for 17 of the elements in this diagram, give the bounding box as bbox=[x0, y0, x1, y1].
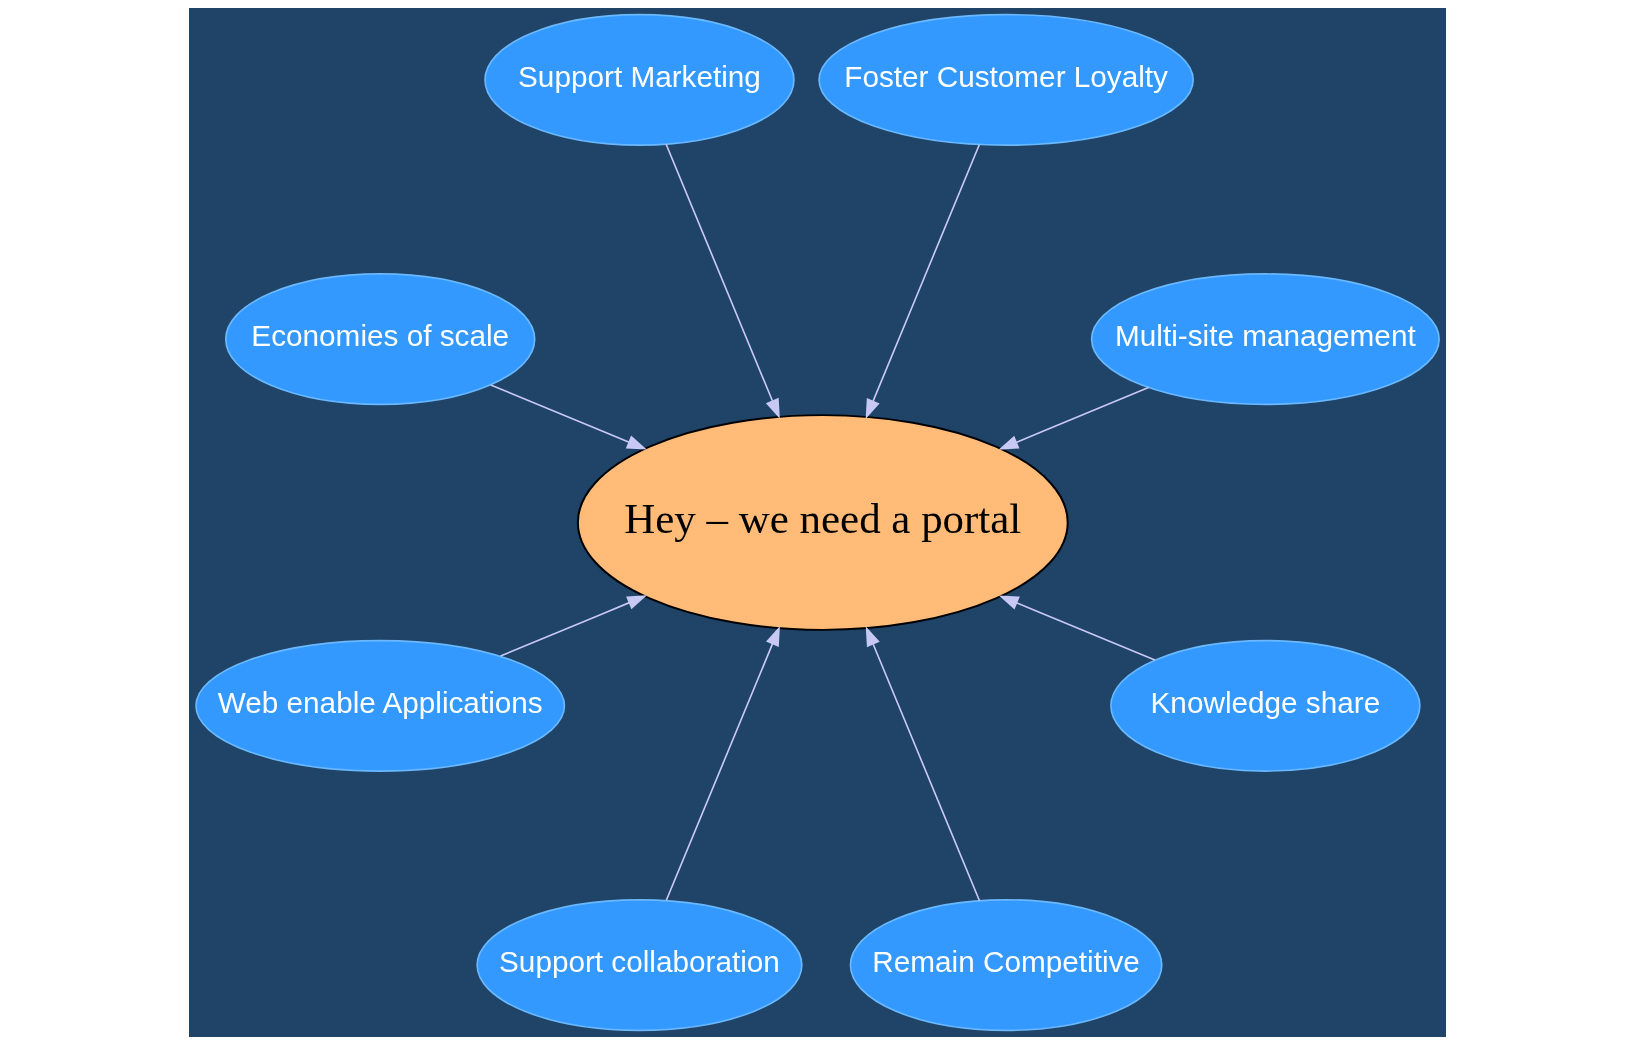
node-ellipse: Multi-site management bbox=[1090, 273, 1440, 406]
arrow bbox=[998, 386, 1149, 450]
node-ellipse: Support Marketing bbox=[483, 13, 795, 146]
node-ellipse: Economies of scale bbox=[224, 273, 535, 406]
node-ellipse: Support collaboration bbox=[475, 899, 803, 1032]
arrow bbox=[665, 625, 780, 902]
node-ellipse: Remain Competitive bbox=[849, 899, 1163, 1032]
node-ellipse: Foster Customer Loyalty bbox=[817, 13, 1194, 146]
arrow bbox=[998, 595, 1156, 661]
arrow bbox=[865, 143, 980, 420]
node-ellipse: Web enable Applications bbox=[194, 639, 565, 772]
node-ellipse: Hey – we need a portal bbox=[576, 414, 1069, 631]
node-ellipse: Knowledge share bbox=[1109, 639, 1421, 772]
arrow bbox=[865, 626, 980, 902]
arrow bbox=[499, 595, 647, 657]
arrow bbox=[664, 143, 780, 419]
arrow bbox=[489, 384, 647, 450]
